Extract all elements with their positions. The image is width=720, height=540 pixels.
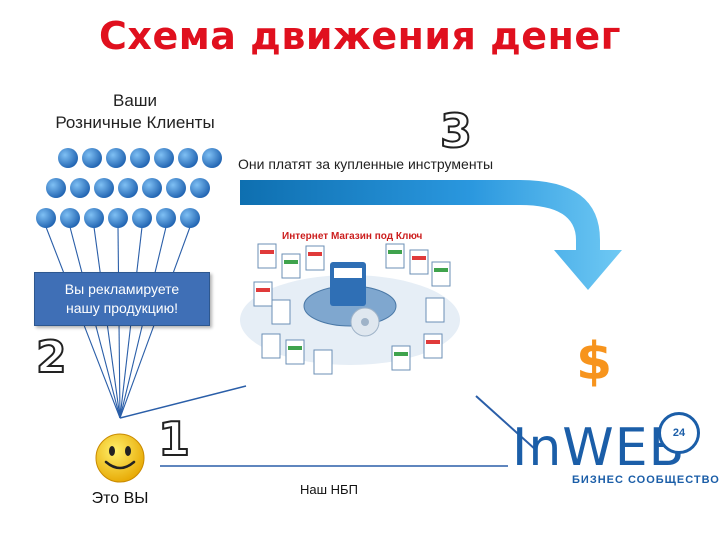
inweb-logo-subtitle: БИЗНЕС СООБЩЕСТВО	[572, 474, 720, 486]
you-label: Это ВЫ	[91, 490, 149, 507]
you-smiley-icon	[95, 433, 145, 483]
payment-description: Они платят за купленные инструменты	[238, 156, 494, 172]
client-dot	[84, 208, 104, 228]
dollar-icon: $	[576, 332, 613, 392]
payment-flow-arrow	[240, 180, 622, 290]
client-dot	[178, 148, 198, 168]
client-dot	[190, 178, 210, 198]
step-2-number: 2	[35, 331, 68, 384]
client-dot	[154, 148, 174, 168]
step-3-number: 3	[439, 103, 473, 159]
logo-badge-number: 24	[672, 427, 686, 439]
client-dot	[70, 178, 90, 198]
page-title: Схема движения денег	[99, 14, 621, 58]
client-dot	[132, 208, 152, 228]
you-to-shop-line	[119, 385, 247, 419]
inweb-logo-badge: 24	[658, 412, 700, 454]
client-dot	[106, 148, 126, 168]
client-dot	[180, 208, 200, 228]
online-shop-illustration	[240, 243, 460, 375]
client-dot	[130, 148, 150, 168]
shop-title: Интернет Магазин под Ключ	[282, 231, 423, 242]
client-dot	[36, 208, 56, 228]
advert-line1: Вы рекламируете	[64, 281, 180, 297]
client-dot	[82, 148, 102, 168]
client-dots-group	[36, 148, 222, 228]
client-dot	[58, 148, 78, 168]
client-dot	[94, 178, 114, 198]
client-dot	[60, 208, 80, 228]
client-dot	[156, 208, 176, 228]
advert-line2: нашу продукцию!	[65, 300, 178, 316]
advertising-box: Вы рекламируете нашу продукцию!	[34, 272, 210, 326]
inweb-logo-text: InWEB	[512, 418, 686, 478]
shop-to-logo-line	[475, 395, 537, 451]
clients-label: Ваши Розничные Клиенты	[20, 90, 250, 134]
step-1-number: 1	[157, 411, 191, 467]
client-dot	[108, 208, 128, 228]
nbp-label: Наш НБП	[300, 482, 358, 497]
client-dot	[166, 178, 186, 198]
clients-label-line2: Розничные Клиенты	[55, 113, 215, 132]
client-dot	[202, 148, 222, 168]
client-dot	[142, 178, 162, 198]
client-dot	[46, 178, 66, 198]
client-dot	[118, 178, 138, 198]
clients-label-line1: Ваши	[113, 91, 157, 110]
